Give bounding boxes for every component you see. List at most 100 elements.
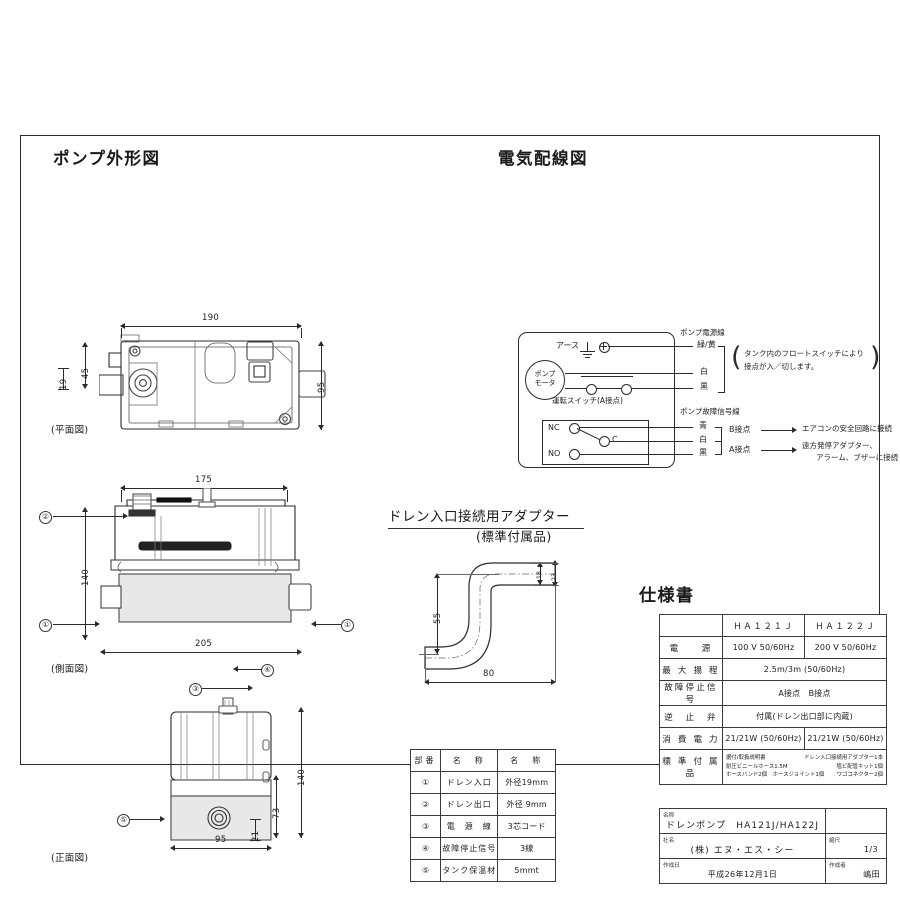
date-value: 平成26年12月1日 [707, 870, 778, 879]
dim-line-45 [85, 343, 86, 388]
contact-a-bracket [721, 442, 722, 455]
dim-arrow-up-140s [82, 507, 88, 512]
callout-3-arrow [248, 685, 253, 691]
dim-arrow-down-45 [82, 384, 88, 389]
earth-bar-3 [585, 357, 590, 358]
dim-line-19 [63, 368, 64, 390]
callout-3-leader [202, 688, 250, 689]
callout-1-side-right: ① [341, 619, 354, 632]
spec-label-0: 電 源 [659, 636, 723, 659]
parts-cell-3-2: 3線 [497, 837, 556, 860]
parts-header-2: 名 称 [497, 749, 556, 772]
scale-value: 1/3 [863, 845, 878, 854]
parts-cell-4-1: タンク保温材 [440, 859, 499, 882]
dim-arrow-left-80 [424, 679, 429, 685]
front-view-label: (正面図) [51, 853, 89, 864]
spec-label-4: 消 費 電 力 [659, 727, 723, 750]
run-switch-contact-left [586, 384, 597, 395]
callout-4-front: ④ [261, 664, 274, 677]
name-value: ドレンポンプ HA121J/HA122J [665, 820, 820, 831]
dim-45: 45 [81, 367, 91, 379]
spec-model-0: ＨＡ１２１Ｊ [722, 614, 805, 637]
spec-value-0-1: 200 V 50/60Hz [804, 636, 887, 659]
dim-ext-190-l [121, 328, 122, 338]
title-blank-cell [825, 808, 887, 834]
contact-b-label: B接点 [729, 425, 751, 434]
spec-model-1: ＨＡ１２２Ｊ [804, 614, 887, 637]
dim-line-95 [321, 342, 322, 430]
contact-a-target-1: 遠方発停アダプター、 [802, 441, 877, 450]
title-row-company: 社名 (株) エヌ・エス・シー 縮尺 1/3 [659, 833, 887, 859]
run-switch-label: 運転スイッチ(A接点) [552, 396, 623, 405]
run-switch-bar [581, 376, 633, 377]
accessory-text: ワゴコネクター2個 [836, 772, 883, 779]
pump-outline-title: ポンプ外形図 [53, 149, 161, 168]
spec-value-4-1: 21/21W (50/60Hz) [804, 727, 887, 750]
dim-tick-19-t [58, 368, 69, 369]
callout-1l-arrow [95, 621, 100, 627]
dim-tick-21-t [250, 819, 261, 820]
relay-c-label: C [612, 435, 618, 444]
wire-green-yellow [608, 346, 693, 347]
spec-title: 仕様書 [639, 586, 695, 606]
dim-arrow-up-55 [434, 573, 440, 578]
contact-b-bracket-t [715, 427, 722, 428]
dim-arrow-down-55 [434, 649, 440, 654]
date-caption: 作成日 [663, 863, 680, 869]
dim-190: 190 [202, 313, 220, 323]
power-line-title: ポンプ電源線 [680, 328, 725, 337]
dim-ext-55-b [419, 654, 439, 655]
dim-95-front: 95 [215, 835, 227, 845]
callout-5-leader [130, 819, 162, 820]
contact-b-bracket [721, 427, 722, 442]
relay-no-label: NO [548, 449, 561, 458]
fault-line-title: ポンプ故障信号線 [680, 407, 740, 416]
wire-label-black: 黒 [700, 382, 708, 391]
pump-motor-label-2: モータ [534, 379, 556, 388]
parts-cell-2-2: 3芯コード [497, 815, 556, 838]
callout-2-side: ② [39, 511, 52, 524]
earth-stem [587, 342, 588, 351]
accessory-line-2: ホースバンド2個 ホースジョイント1個ワゴコネクター2個 [726, 771, 883, 779]
accessory-text: ドレン入口接続用アダプター1本 [804, 755, 883, 762]
spec-value-0-0: 100 V 50/60Hz [722, 636, 805, 659]
dim-ext-190-r [301, 328, 302, 338]
dim-ext-80-r [555, 576, 556, 682]
spec-header-blank [659, 614, 723, 637]
power-bracket-b [718, 392, 725, 393]
dim-line-21 [255, 819, 256, 841]
plan-view-drawing [99, 334, 326, 430]
title-row-date: 作成日 平成26年12月1日 作成者 嶋田 [659, 858, 887, 884]
run-switch-contact-right [621, 384, 632, 395]
side-view-drawing [100, 488, 312, 623]
dim-line-18 [540, 563, 541, 585]
spec-value-3: 付属(ドレン出口部に内蔵) [722, 705, 887, 728]
power-bracket-v [724, 346, 725, 392]
dim-arrow-down-140s [82, 635, 88, 640]
adapter-title-underline [388, 528, 584, 529]
dim-line-23 [555, 561, 556, 587]
power-note-line1: タンク内のフロートスイッチにより [744, 349, 864, 358]
dim-arrow-right-80 [551, 679, 556, 685]
dim-arrow-left-190 [120, 323, 125, 329]
contact-a-arrow [792, 447, 797, 453]
callout-1l-leader [53, 624, 97, 625]
dim-95-plan: 95 [317, 381, 327, 393]
parts-cell-3-1: 故障停止信号 [440, 837, 499, 860]
company-caption: 社名 [663, 838, 675, 844]
spec-value-4-0: 21/21W (50/60Hz) [722, 727, 805, 750]
author-caption: 作成者 [829, 863, 846, 869]
callout-3-front: ③ [189, 683, 202, 696]
table-row: 逆 止 弁付属(ドレン出口部に内蔵) [659, 705, 887, 728]
wire-fault-white [609, 441, 693, 442]
contact-a-label: A接点 [729, 445, 751, 454]
parts-cell-4-0: ⑤ [409, 859, 442, 882]
wire-fault-black [579, 454, 693, 455]
